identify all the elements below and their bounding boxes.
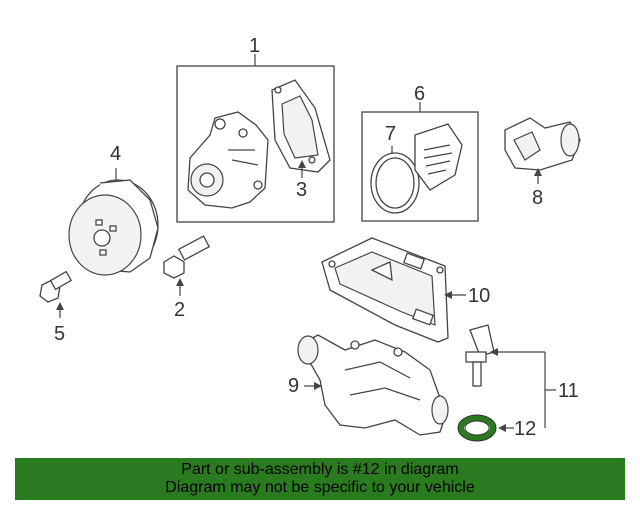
callout-5[interactable]: 5 bbox=[54, 323, 65, 345]
part-1-water-pump[interactable] bbox=[187, 111, 269, 209]
part-4-pulley[interactable] bbox=[68, 179, 159, 276]
callout-7[interactable]: 7 bbox=[385, 123, 396, 145]
info-banner: Part or sub-assembly is #12 in diagram D… bbox=[15, 458, 625, 500]
banner-line-1: Part or sub-assembly is #12 in diagram bbox=[181, 461, 459, 478]
callout-4[interactable]: 4 bbox=[110, 143, 121, 165]
part-2-bolt[interactable] bbox=[163, 235, 211, 279]
part-9-thermostat-housing[interactable] bbox=[297, 334, 449, 436]
part-5-bolt[interactable] bbox=[39, 270, 73, 303]
part-10-cover-plate[interactable] bbox=[321, 237, 449, 343]
callout-12[interactable]: 12 bbox=[514, 418, 536, 440]
part-8-water-outlet[interactable] bbox=[504, 117, 581, 171]
part-7-seal[interactable] bbox=[370, 152, 420, 214]
callout-8[interactable]: 8 bbox=[532, 187, 543, 209]
callout-6[interactable]: 6 bbox=[414, 83, 425, 105]
part-12-o-ring[interactable] bbox=[457, 414, 497, 442]
part-6-thermostat[interactable] bbox=[414, 123, 463, 191]
callout-1[interactable]: 1 bbox=[249, 35, 260, 57]
banner-line-2: Diagram may not be specific to your vehi… bbox=[165, 479, 475, 496]
callout-10[interactable]: 10 bbox=[468, 285, 490, 307]
part-3-gasket[interactable] bbox=[271, 79, 331, 173]
callout-2[interactable]: 2 bbox=[174, 299, 185, 321]
callout-11[interactable]: 11 bbox=[558, 380, 579, 402]
callout-9[interactable]: 9 bbox=[288, 375, 299, 397]
part-11-sensor[interactable] bbox=[465, 324, 495, 387]
callout-3[interactable]: 3 bbox=[296, 179, 307, 201]
